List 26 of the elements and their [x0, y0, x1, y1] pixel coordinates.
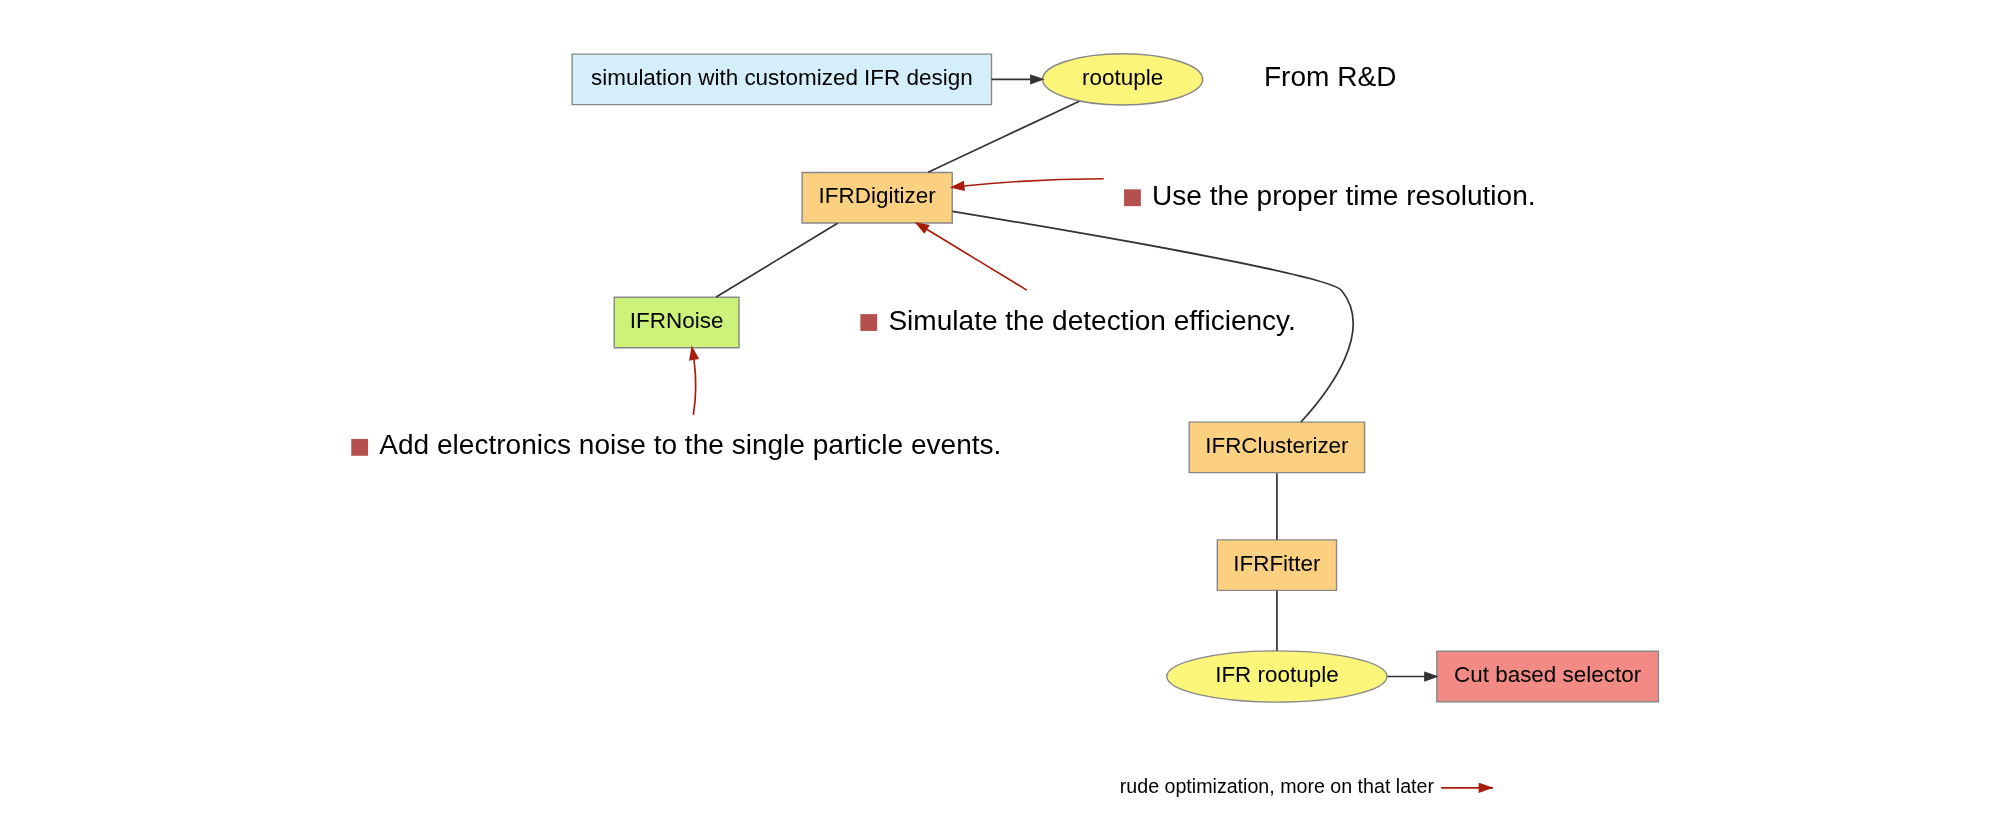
node-box: IFRDigitizer — [800, 171, 953, 224]
arrow — [1386, 671, 1439, 682]
arrow — [990, 74, 1045, 85]
arrow — [949, 177, 1104, 191]
node-box: IFRFitter — [1216, 539, 1337, 592]
node-box: Cut based selector — [1435, 650, 1659, 703]
node-box — [1123, 189, 1141, 207]
node-label: Use the proper time resolution. — [1151, 179, 1536, 211]
connector — [1275, 472, 1278, 541]
node-box: simulation with customized IFR design — [570, 53, 992, 106]
connector — [1275, 589, 1278, 652]
label: From R&D — [1263, 61, 1396, 93]
connector — [951, 210, 1354, 423]
arrow — [688, 345, 699, 416]
node-box: IFRClusterizer — [1188, 421, 1365, 474]
node-label: Simulate the detection efficiency. — [887, 304, 1296, 336]
node-ellipse: IFR rootuple — [1165, 650, 1388, 703]
node-text: rude optimization, more on that later — [1119, 775, 1434, 798]
node-ellipse: rootuple — [1041, 53, 1203, 106]
node-box — [859, 314, 877, 331]
node-box: IFRNoise — [613, 296, 740, 349]
node-label: Add electronics noise to the single particle events. — [378, 429, 1001, 461]
connector — [926, 100, 1080, 174]
node-box — [350, 438, 368, 456]
arrow — [914, 221, 1028, 291]
connector — [714, 222, 838, 298]
